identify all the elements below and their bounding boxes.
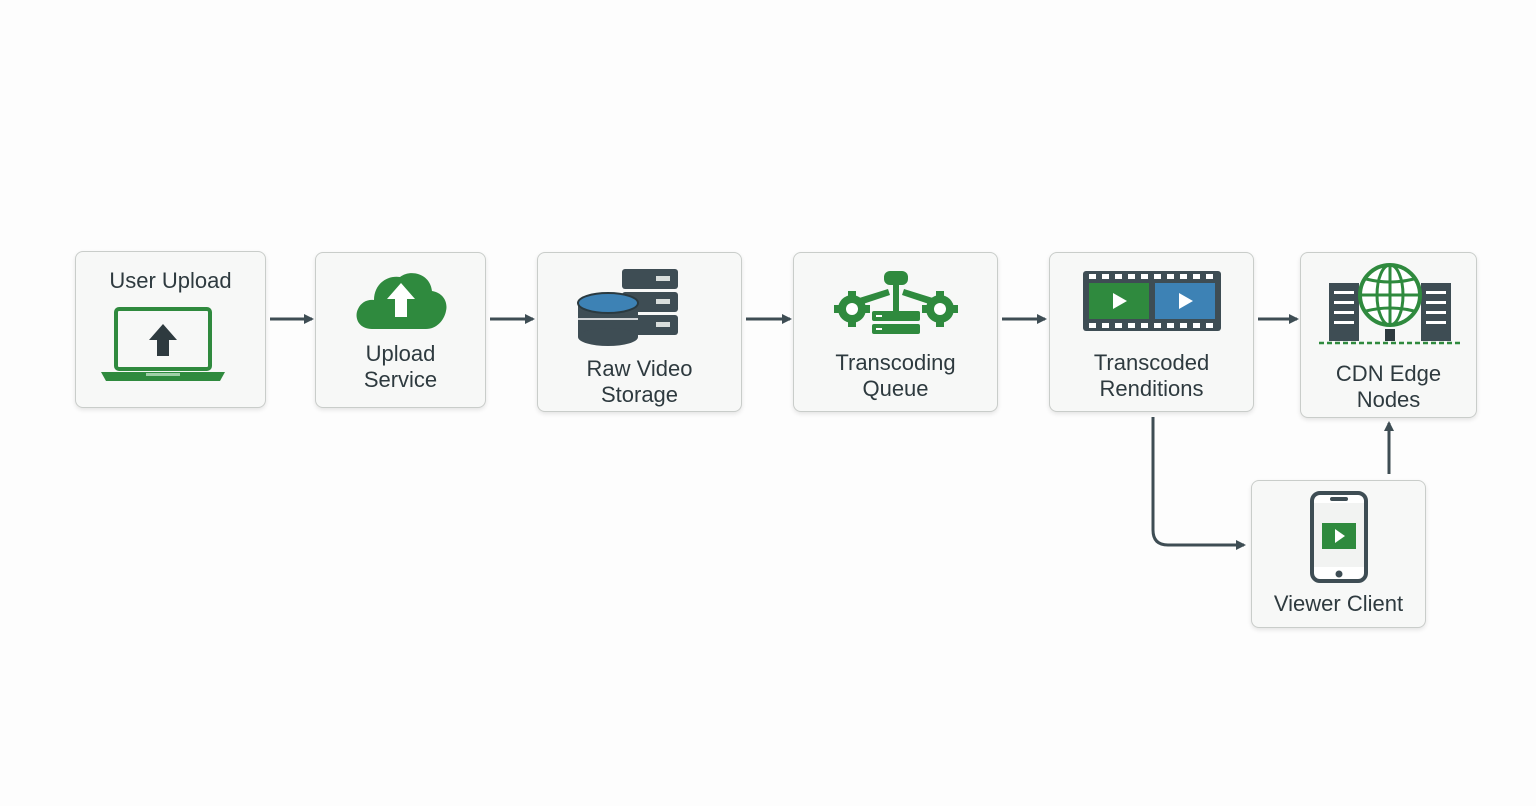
gears-network-icon [834, 271, 958, 334]
node-label: CDN Edge Nodes [1335, 361, 1442, 412]
node-label: User Upload [109, 268, 232, 293]
node-user-upload[interactable]: User Upload [75, 251, 266, 408]
phone-video-icon [1310, 491, 1368, 583]
node-transcoded-renditions[interactable]: Transcoded Renditions [1049, 252, 1254, 412]
laptop-upload-icon [101, 307, 225, 381]
film-strip-icon [1083, 271, 1221, 331]
edge-transcoded-renditions-to-viewer-client [1151, 417, 1246, 550]
node-label: Transcoding Queue [835, 350, 956, 401]
node-label: Transcoded Renditions [1093, 350, 1210, 401]
node-label: Raw Video Storage [586, 356, 693, 407]
globe-servers-icon [1319, 263, 1461, 345]
cloud-upload-icon [356, 273, 447, 329]
node-raw-video-storage[interactable]: Raw Video Storage [537, 252, 742, 412]
node-transcoding-queue[interactable]: Transcoding Queue [793, 252, 998, 412]
node-label: Upload Service [363, 341, 438, 392]
database-server-icon [577, 269, 678, 346]
node-viewer-client[interactable]: Viewer Client [1251, 480, 1426, 628]
node-upload-service[interactable]: Upload Service [315, 252, 486, 408]
node-cdn-edge-nodes[interactable]: CDN Edge Nodes [1300, 252, 1477, 418]
node-label: Viewer Client [1273, 591, 1404, 616]
